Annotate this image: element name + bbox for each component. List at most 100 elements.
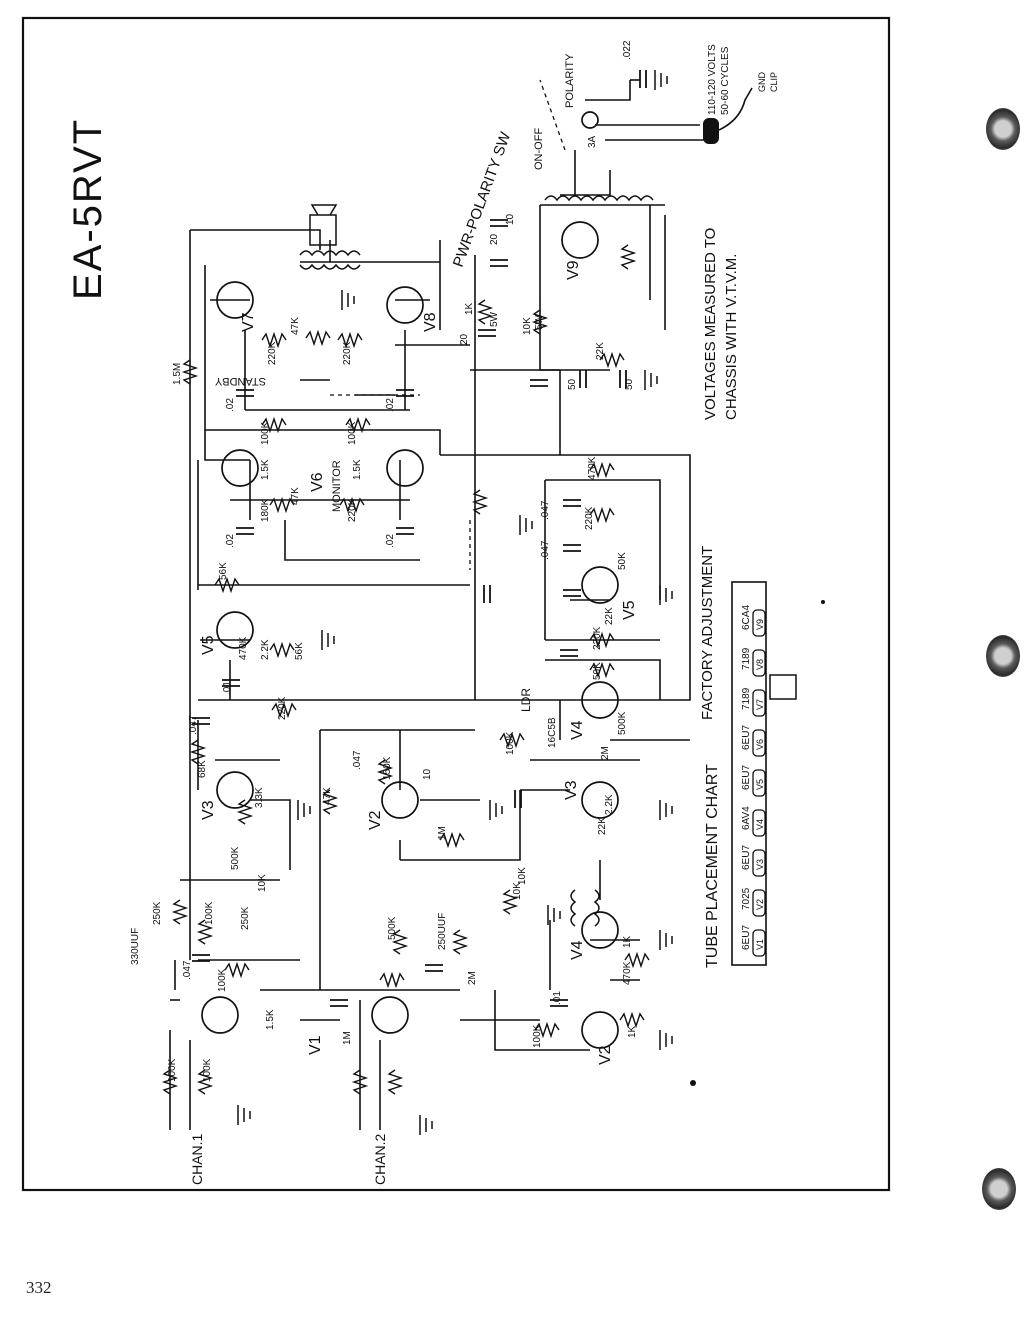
component-value-label: 16C5B [547, 717, 558, 748]
component-value-label: 330UUF [130, 928, 141, 965]
polarity-label: POLARITY [564, 53, 576, 108]
binder-hole-top [986, 108, 1020, 150]
component-value-label: 250K [240, 906, 251, 930]
tube-chart-socket [752, 809, 766, 837]
fuse-label: 3A [587, 135, 598, 148]
tube-label-v3a: V3 [200, 800, 217, 820]
component-value-label: 220K [347, 498, 358, 522]
component-value-label: 100K [347, 421, 358, 445]
component-value-label: 10K [522, 317, 533, 335]
component-value-label: 68K [197, 760, 208, 778]
tube-label-v8: V8 [422, 312, 439, 332]
tube-chart-socket-label: V7 [755, 699, 765, 710]
component-value-label: .02 [225, 534, 236, 548]
tube-chart-socket-label: V6 [755, 739, 765, 750]
chan2-label: CHAN.2 [372, 1133, 388, 1185]
component-value-label: 470K [238, 636, 249, 660]
tube-chart-type: 6AV4 [741, 806, 752, 830]
tube-label-v5b: V5 [621, 600, 638, 620]
component-value-label: 10K [257, 874, 268, 892]
tube-chart-socket-label: V5 [755, 779, 765, 790]
component-value-label: .01 [552, 991, 563, 1005]
tube-chart-socket [752, 689, 766, 717]
tube-chart-title: TUBE PLACEMENT CHART [704, 764, 721, 968]
component-value-label: 2.2K [604, 794, 615, 815]
component-value-label: 47K [290, 487, 301, 505]
component-value-label: 1.5K [265, 1009, 276, 1030]
component-value-label: 1K [627, 1025, 638, 1038]
component-value-label: 10 [505, 213, 516, 225]
tube-chart-socket [752, 889, 766, 917]
component-value-label: .02 [385, 398, 396, 412]
component-value-label: .047 [182, 960, 193, 980]
tube-chart-socket [752, 609, 766, 637]
standby-label: STANDBY [214, 375, 266, 387]
component-value-label: 50K [617, 552, 628, 570]
dot-mark [690, 1080, 696, 1086]
tube-chart-socket [752, 729, 766, 757]
tube-chart-type: 6EU7 [741, 845, 752, 870]
component-value-label: 500K [617, 711, 628, 735]
component-value-label: 50 [567, 378, 578, 390]
component-value-label: 47K [290, 317, 301, 335]
component-value-label: 250K [152, 901, 163, 925]
factory-adjustment-label: FACTORY ADJUSTMENT [699, 546, 716, 720]
tube-chart-type: 7189 [741, 687, 752, 710]
page-number: 332 [26, 1278, 52, 1297]
resistors [161, 244, 650, 1095]
tube-chart-socket-label: V2 [755, 899, 765, 910]
tube-chart-socket-label: V1 [755, 939, 765, 950]
component-value-label: 100K [202, 1058, 213, 1082]
tube-label-v9: V9 [565, 260, 582, 280]
component-value-label: 150K [382, 756, 393, 780]
drawing-border [21, 16, 891, 1192]
component-value-label: .01 [222, 681, 233, 695]
ldr-label: LDR [519, 688, 533, 712]
tube-chart-type: 7189 [741, 647, 752, 670]
component-value-label: 2M [467, 971, 478, 985]
component-value-label: 50 [624, 378, 635, 390]
component-value-label: 2.2K [260, 639, 271, 660]
mains-line2: 50-60 CYCLES [720, 46, 731, 115]
component-value-label: .022 [622, 40, 633, 60]
transformers [299, 195, 797, 927]
pwr-polarity-label: PWR-POLARITY SW [450, 129, 515, 269]
component-value-label: 500K [387, 916, 398, 940]
component-value-label: 220K [584, 506, 595, 530]
binder-hole-middle [986, 635, 1020, 677]
component-value-label: 10K [512, 882, 523, 900]
component-value-label: 5W [489, 311, 500, 327]
tube-chart-type: 6EU7 [741, 765, 752, 790]
diagram-title: EA-5RVT [66, 118, 110, 300]
tube-chart-socket-label: V8 [755, 659, 765, 670]
component-value-label: 220K [267, 341, 278, 365]
component-value-label: 10K [517, 867, 528, 885]
tube-label-v7: V7 [240, 312, 257, 332]
tube-chart-socket-label: V9 [755, 619, 765, 630]
component-value-label: 100K [204, 901, 215, 925]
component-value-label: 22K [597, 817, 608, 835]
component-value-label: 22K [604, 607, 615, 625]
voltages-note-line1: VOLTAGES MEASURED TO [702, 228, 719, 420]
dot-mark [821, 600, 825, 604]
component-value-label: .047 [352, 750, 363, 770]
component-value-label: 1.5K [260, 459, 271, 480]
component-value-label: 1M [437, 826, 448, 840]
tube-label-v3b: V3 [563, 780, 580, 800]
component-value-label: 56K [294, 642, 305, 660]
tube-chart-socket [752, 769, 766, 797]
component-value-label: 250UUF [437, 913, 448, 950]
component-value-label: 100K [167, 1058, 178, 1082]
component-value-label: 220K [277, 696, 288, 720]
binder-hole-bottom [982, 1168, 1016, 1210]
gnd-clip-line2: CLIP [769, 72, 779, 92]
tube-chart-socket-label: V4 [755, 819, 765, 830]
component-value-label: 1.5M [172, 363, 183, 385]
component-value-label: 220K [342, 341, 353, 365]
component-value-label: 500K [230, 846, 241, 870]
component-value-label: .047 [540, 500, 551, 520]
component-value-label: 1K [464, 302, 475, 315]
component-value-label: 100K [217, 968, 228, 992]
